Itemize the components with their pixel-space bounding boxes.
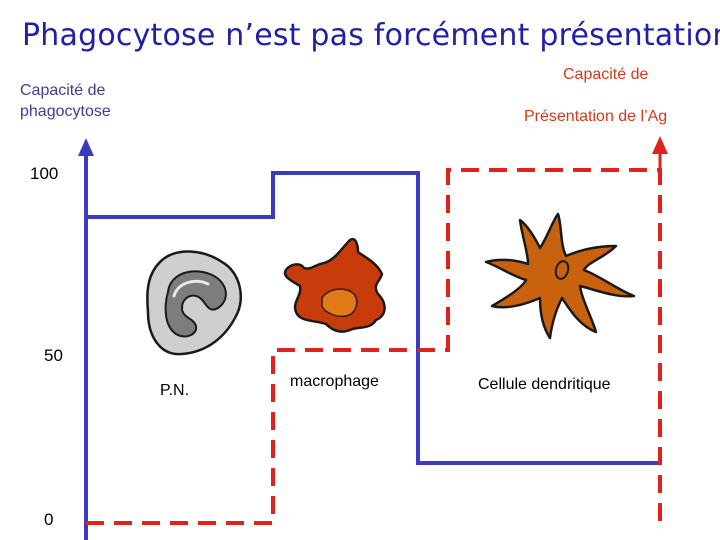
tick-label-50: 50 bbox=[44, 346, 63, 365]
dendritic-cell-label: Cellule dendritique bbox=[478, 376, 611, 393]
tick-label-100: 100 bbox=[30, 164, 59, 183]
phagocytosis-axis-label: Capacité de phagocytose bbox=[20, 80, 111, 122]
phagocytosis-axis-label-line1: Capacité de bbox=[20, 82, 106, 99]
macrophage-label: macrophage bbox=[290, 373, 379, 390]
presentation-axis-label-line2: Présentation de l’Ag bbox=[524, 108, 668, 125]
page-title: Phagocytose n’est pas forcément présenta… bbox=[22, 18, 720, 53]
dendritic-cell-icon bbox=[484, 212, 636, 340]
phagocytosis-capacity-line bbox=[86, 171, 660, 465]
up-arrow-icon bbox=[78, 138, 94, 156]
pn-label: P.N. bbox=[160, 382, 190, 399]
macrophage-icon bbox=[283, 237, 386, 333]
presentation-capacity-line bbox=[86, 168, 662, 527]
presentation-axis-label-line1: Capacité de bbox=[563, 66, 649, 83]
up-arrow-icon bbox=[652, 136, 668, 154]
phagocytosis-axis-label-line2: phagocytose bbox=[20, 103, 111, 120]
tick-label-0: 0 bbox=[44, 510, 54, 529]
pn-neutrophil-icon bbox=[146, 250, 243, 356]
